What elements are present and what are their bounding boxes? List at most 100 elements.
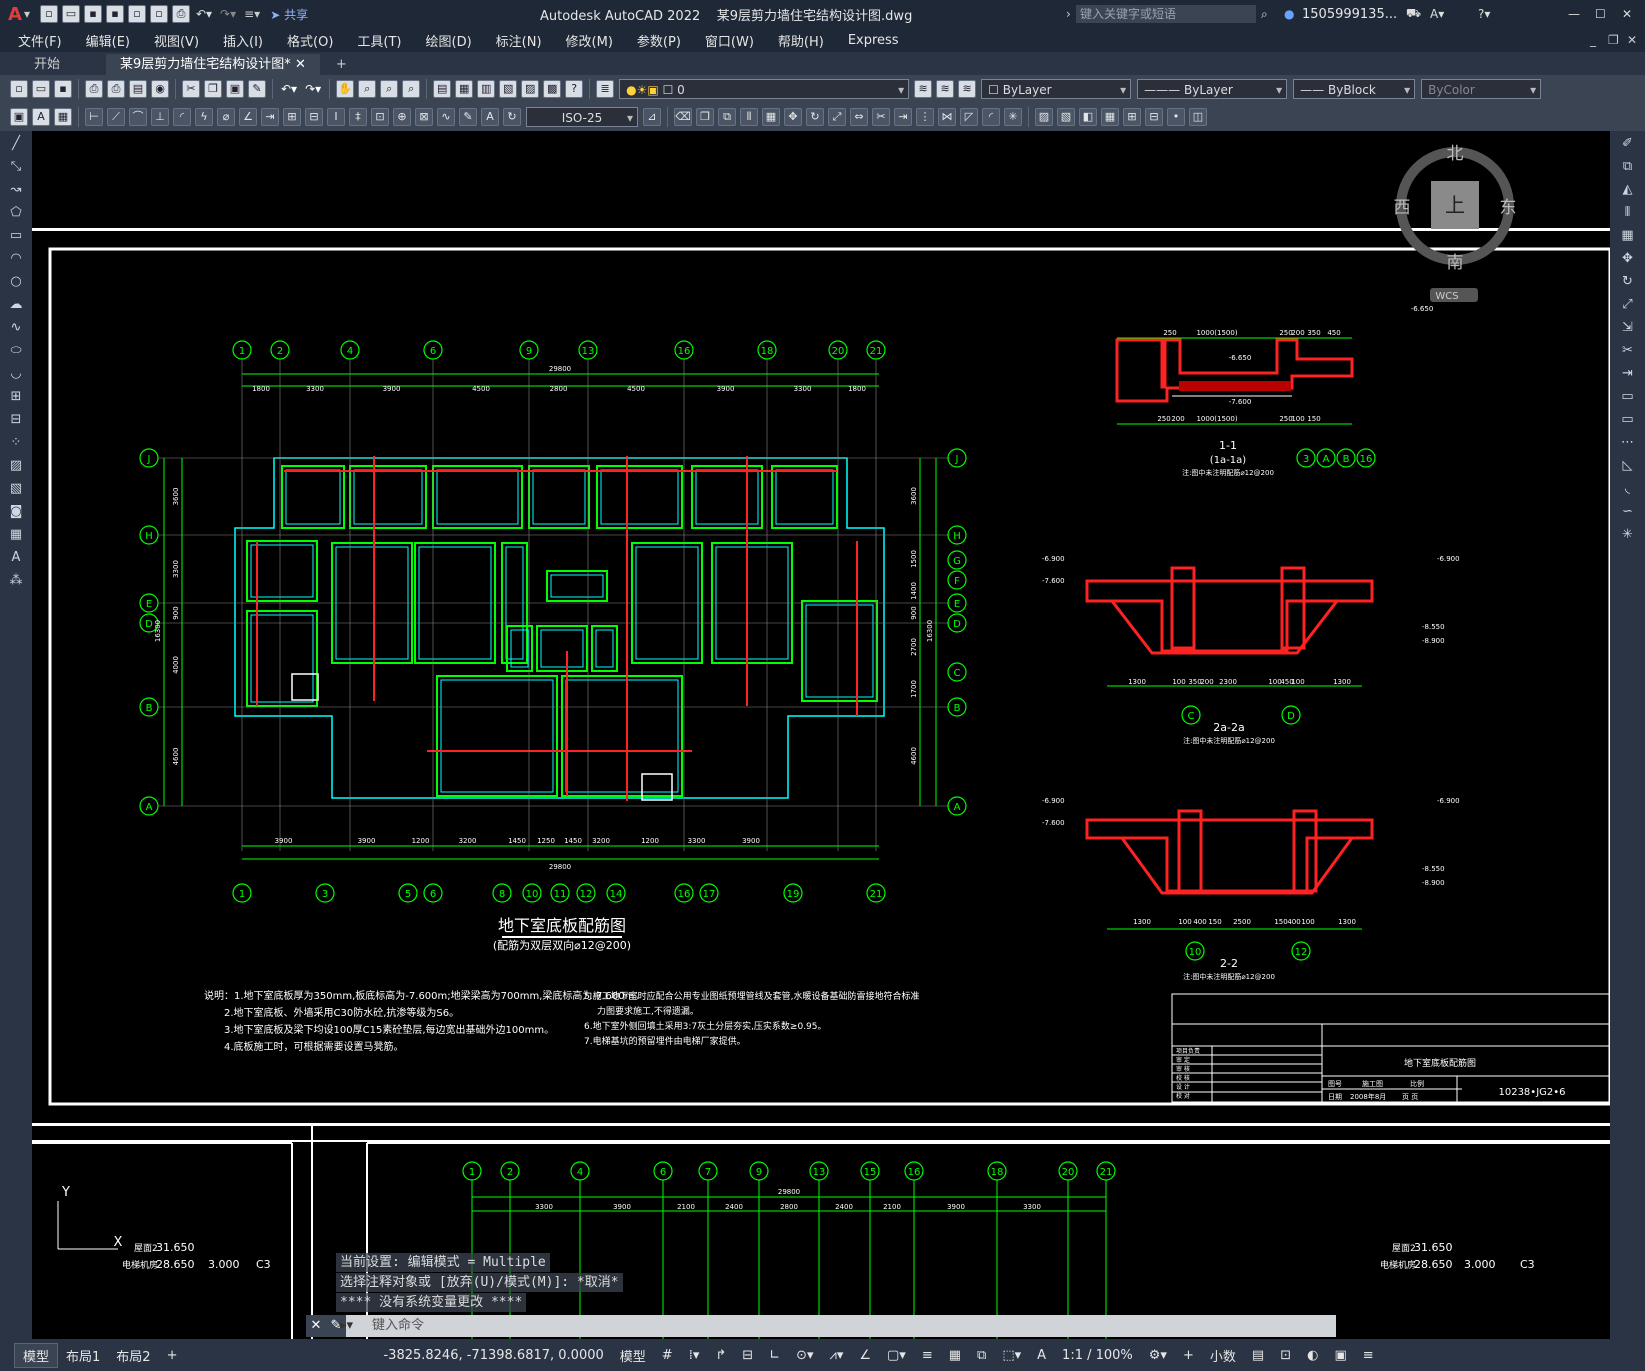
polygon-icon[interactable]: ⬠ (6, 204, 26, 223)
offset-icon[interactable]: ⫴ (1617, 204, 1638, 223)
rotate-icon[interactable]: ↻ (1617, 273, 1638, 292)
dim-space-icon[interactable]: I (327, 108, 345, 126)
redo-icon[interactable]: ↷▾ (305, 82, 322, 96)
trim-icon[interactable]: ✂ (1617, 342, 1638, 361)
fillet-icon[interactable]: ◟ (1617, 480, 1638, 499)
a360-icon[interactable]: A▾ (1430, 7, 1445, 21)
region-icon[interactable]: ◙ (6, 503, 26, 522)
close-button[interactable]: ✕ (1622, 7, 1633, 21)
wrench-icon[interactable]: ✎ (326, 1315, 346, 1337)
menu-dimension[interactable]: 标注(N) (495, 34, 542, 50)
viewcube-north[interactable]: 北 (1447, 144, 1464, 164)
offset-icon[interactable]: ⫴ (740, 108, 758, 126)
add-layout-button[interactable]: + (166, 1347, 178, 1363)
search-icon[interactable]: ⌕ (1261, 6, 1268, 21)
menu-window[interactable]: 窗口(W) (704, 34, 754, 50)
dim-edit-icon[interactable]: ✎ (459, 108, 477, 126)
break-point-icon[interactable]: ▭ (1617, 388, 1638, 407)
copy-icon[interactable]: ⧉ (1617, 158, 1638, 177)
viewcube-south[interactable]: 南 (1447, 253, 1464, 273)
mtext-icon[interactable]: A (6, 549, 26, 568)
dim-break-icon[interactable]: ‡ (349, 108, 367, 126)
tab-layout1[interactable]: 布局1 (66, 1349, 101, 1365)
layer-dropdown[interactable]: ●☀▣ ☐ 0 (619, 79, 910, 100)
hatch-icon[interactable]: ▨ (6, 457, 26, 476)
match-properties-icon[interactable]: ✎ (248, 80, 266, 98)
coordinates[interactable]: -3825.8246, -71398.6817, 0.0000 (383, 1347, 604, 1363)
tab-model[interactable]: 模型 (14, 1342, 59, 1368)
linetype-dropdown[interactable]: ——— ByLayer (1137, 79, 1288, 100)
new-icon[interactable]: ▫ (39, 5, 58, 23)
tab-start[interactable]: 开始 (34, 57, 61, 72)
plot-preview-icon[interactable]: ⎙ (107, 80, 125, 98)
save-as-icon[interactable]: ▪ (105, 5, 124, 23)
hatch-icon[interactable]: ▨ (1035, 108, 1053, 126)
save-web-icon[interactable]: ▫ (149, 5, 168, 23)
help-icon[interactable]: ?▾ (1478, 7, 1491, 21)
menu-help[interactable]: 帮助(H) (777, 34, 824, 50)
osnap-tracking-icon[interactable]: ∠ (859, 1347, 872, 1363)
customize-icon[interactable]: ≡▾ (244, 7, 261, 21)
app-menu-chevron-icon[interactable]: ▾ (23, 7, 30, 21)
insert-block-icon[interactable]: ⊞ (1123, 108, 1141, 126)
add-selected-icon[interactable]: ⁂ (6, 572, 26, 591)
erase-icon[interactable]: ⌫ (674, 108, 692, 126)
angular-dim-icon[interactable]: ∠ (239, 108, 257, 126)
inspect-icon[interactable]: ⊠ (415, 108, 433, 126)
tolerance-icon[interactable]: ⊡ (371, 108, 389, 126)
design-center-icon[interactable]: ▦ (455, 80, 474, 98)
color-dropdown[interactable]: ☐ ByLayer (981, 79, 1132, 100)
viewcube-face[interactable] (1431, 181, 1479, 229)
search-input[interactable]: 键入关键字或短语 (1076, 5, 1256, 23)
sheet-set-icon[interactable]: ▧ (499, 80, 518, 98)
jogged-linear-icon[interactable]: ∿ (437, 108, 455, 126)
markup-icon[interactable]: ▨ (521, 80, 540, 98)
table-style-icon[interactable]: ▦ (54, 108, 72, 126)
osnap-icon[interactable]: ▢▾ (887, 1347, 906, 1363)
layer-properties-icon[interactable]: ≣ (596, 80, 615, 98)
zoom-window-icon[interactable]: ⌕ (380, 80, 399, 98)
revision-cloud-icon[interactable]: ☁ (6, 296, 26, 315)
break-icon[interactable]: ⋮ (916, 108, 934, 126)
dimstyle-dropdown[interactable]: ISO-25 (526, 107, 638, 128)
fillet-icon[interactable]: ◜ (982, 108, 1000, 126)
doc-restore-button[interactable]: ❐ (1608, 33, 1619, 47)
viewcube-west[interactable]: 西 (1394, 198, 1411, 218)
insert-block-icon[interactable]: ⊞ (6, 388, 26, 407)
move-icon[interactable]: ✥ (784, 108, 802, 126)
viewcube-east[interactable]: 东 (1500, 198, 1517, 218)
annotation-scale-icon[interactable]: A (1037, 1347, 1047, 1363)
save-icon[interactable]: ▪ (83, 5, 102, 23)
menu-parametric[interactable]: 参数(P) (636, 34, 681, 50)
ellipse-arc-icon[interactable]: ◡ (6, 365, 26, 384)
transparency-icon[interactable]: ▦ (948, 1347, 962, 1363)
lineweight-icon[interactable]: ≡ (921, 1347, 933, 1363)
arc-length-icon[interactable]: ⌒ (129, 108, 147, 126)
gradient-icon[interactable]: ▧ (6, 480, 26, 499)
menu-express[interactable]: Express (847, 32, 899, 48)
grid-icon[interactable]: # (661, 1347, 673, 1363)
erase-icon[interactable]: ✐ (1617, 135, 1638, 154)
menu-format[interactable]: 格式(O) (287, 34, 334, 50)
plot-icon[interactable]: ⎙ (85, 80, 103, 98)
open-web-icon[interactable]: ▫ (127, 5, 146, 23)
table-icon[interactable]: ▦ (6, 526, 26, 545)
search-arrow-icon[interactable]: › (1066, 7, 1071, 21)
scale-icon[interactable]: ⤢ (1617, 296, 1638, 315)
join-icon[interactable]: ⋯ (1617, 434, 1638, 453)
extend-icon[interactable]: ⇥ (1617, 365, 1638, 384)
command-input[interactable]: ✕ ✎ ▸▾ 键入命令 (306, 1315, 1336, 1337)
jogged-dim-icon[interactable]: ϟ (195, 108, 213, 126)
share-button[interactable]: ➤ 共享 (270, 7, 309, 22)
customize-icon[interactable]: ≡ (1362, 1347, 1374, 1363)
extend-icon[interactable]: ⇥ (894, 108, 912, 126)
snap-icon[interactable]: ⁞▾ (688, 1347, 700, 1363)
center-mark-icon[interactable]: ⊕ (393, 108, 411, 126)
circle-icon[interactable]: ○ (6, 273, 26, 292)
layer-previous-icon[interactable]: ≋ (936, 80, 955, 98)
chamfer-icon[interactable]: ◺ (1617, 457, 1638, 476)
make-block-icon[interactable]: ⊟ (6, 411, 26, 430)
isolate-icon[interactable]: ◐ (1307, 1347, 1319, 1363)
tab-layout2[interactable]: 布局2 (116, 1349, 151, 1365)
